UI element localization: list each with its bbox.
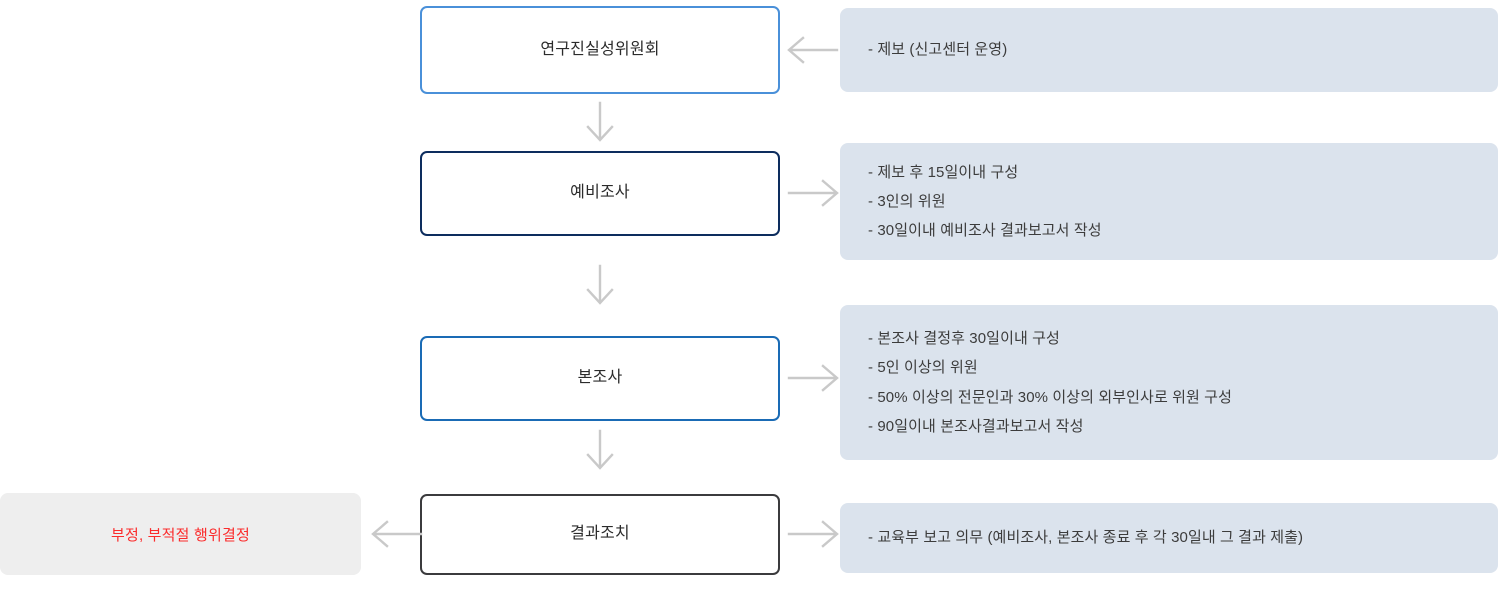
process-box-main[interactable]: 본조사 bbox=[420, 336, 780, 421]
process-box-committee[interactable]: 연구진실성위원회 bbox=[420, 6, 780, 94]
process-box-committee-label: 연구진실성위원회 bbox=[540, 40, 660, 58]
info-line: - 교육부 보고 의무 (예비조사, 본조사 종료 후 각 30일내 그 결과 … bbox=[868, 529, 1304, 547]
process-box-preliminary[interactable]: 예비조사 bbox=[420, 151, 780, 236]
info-line: - 5인 이상의 위원 bbox=[868, 359, 978, 377]
info-panel-result: - 교육부 보고 의무 (예비조사, 본조사 종료 후 각 30일내 그 결과 … bbox=[840, 503, 1498, 573]
arrow-right-icon bbox=[784, 173, 842, 213]
arrow-down-icon bbox=[578, 428, 622, 476]
info-panel-preliminary: - 제보 후 15일이내 구성 - 3인의 위원 - 30일이내 예비조사 결과… bbox=[840, 143, 1498, 260]
arrow-left-icon bbox=[368, 514, 426, 554]
info-line: - 제보 후 15일이내 구성 bbox=[868, 163, 1019, 181]
arrow-right-icon bbox=[784, 514, 842, 554]
info-panel-committee: - 제보 (신고센터 운영) bbox=[840, 8, 1498, 92]
info-line: - 본조사 결정후 30일이내 구성 bbox=[868, 330, 1060, 347]
arrow-down-icon bbox=[578, 100, 622, 148]
info-line: - 제보 (신고센터 운영) bbox=[868, 41, 1008, 59]
process-box-preliminary-label: 예비조사 bbox=[570, 184, 630, 202]
info-line: - 30일이내 예비조사 결과보고서 작성 bbox=[868, 222, 1102, 240]
process-box-result[interactable]: 결과조치 bbox=[420, 494, 780, 575]
arrow-down-icon bbox=[578, 263, 622, 311]
arrow-right-icon bbox=[784, 358, 842, 398]
process-box-main-label: 본조사 bbox=[577, 369, 623, 387]
outcome-box-label: 부정, 부적절 행위결정 bbox=[110, 526, 251, 544]
info-panel-main: - 본조사 결정후 30일이내 구성 - 5인 이상의 위원 - 50% 이상의… bbox=[840, 305, 1498, 460]
info-line: - 90일이내 본조사결과보고서 작성 bbox=[868, 417, 1084, 435]
arrow-left-icon bbox=[784, 30, 842, 70]
info-line: - 50% 이상의 전문인과 30% 이상의 외부인사로 위원 구성 bbox=[868, 388, 1232, 406]
outcome-box-misconduct[interactable]: 부정, 부적절 행위결정 bbox=[0, 493, 361, 575]
process-box-result-label: 결과조치 bbox=[570, 525, 630, 543]
info-line: - 3인의 위원 bbox=[868, 192, 946, 210]
